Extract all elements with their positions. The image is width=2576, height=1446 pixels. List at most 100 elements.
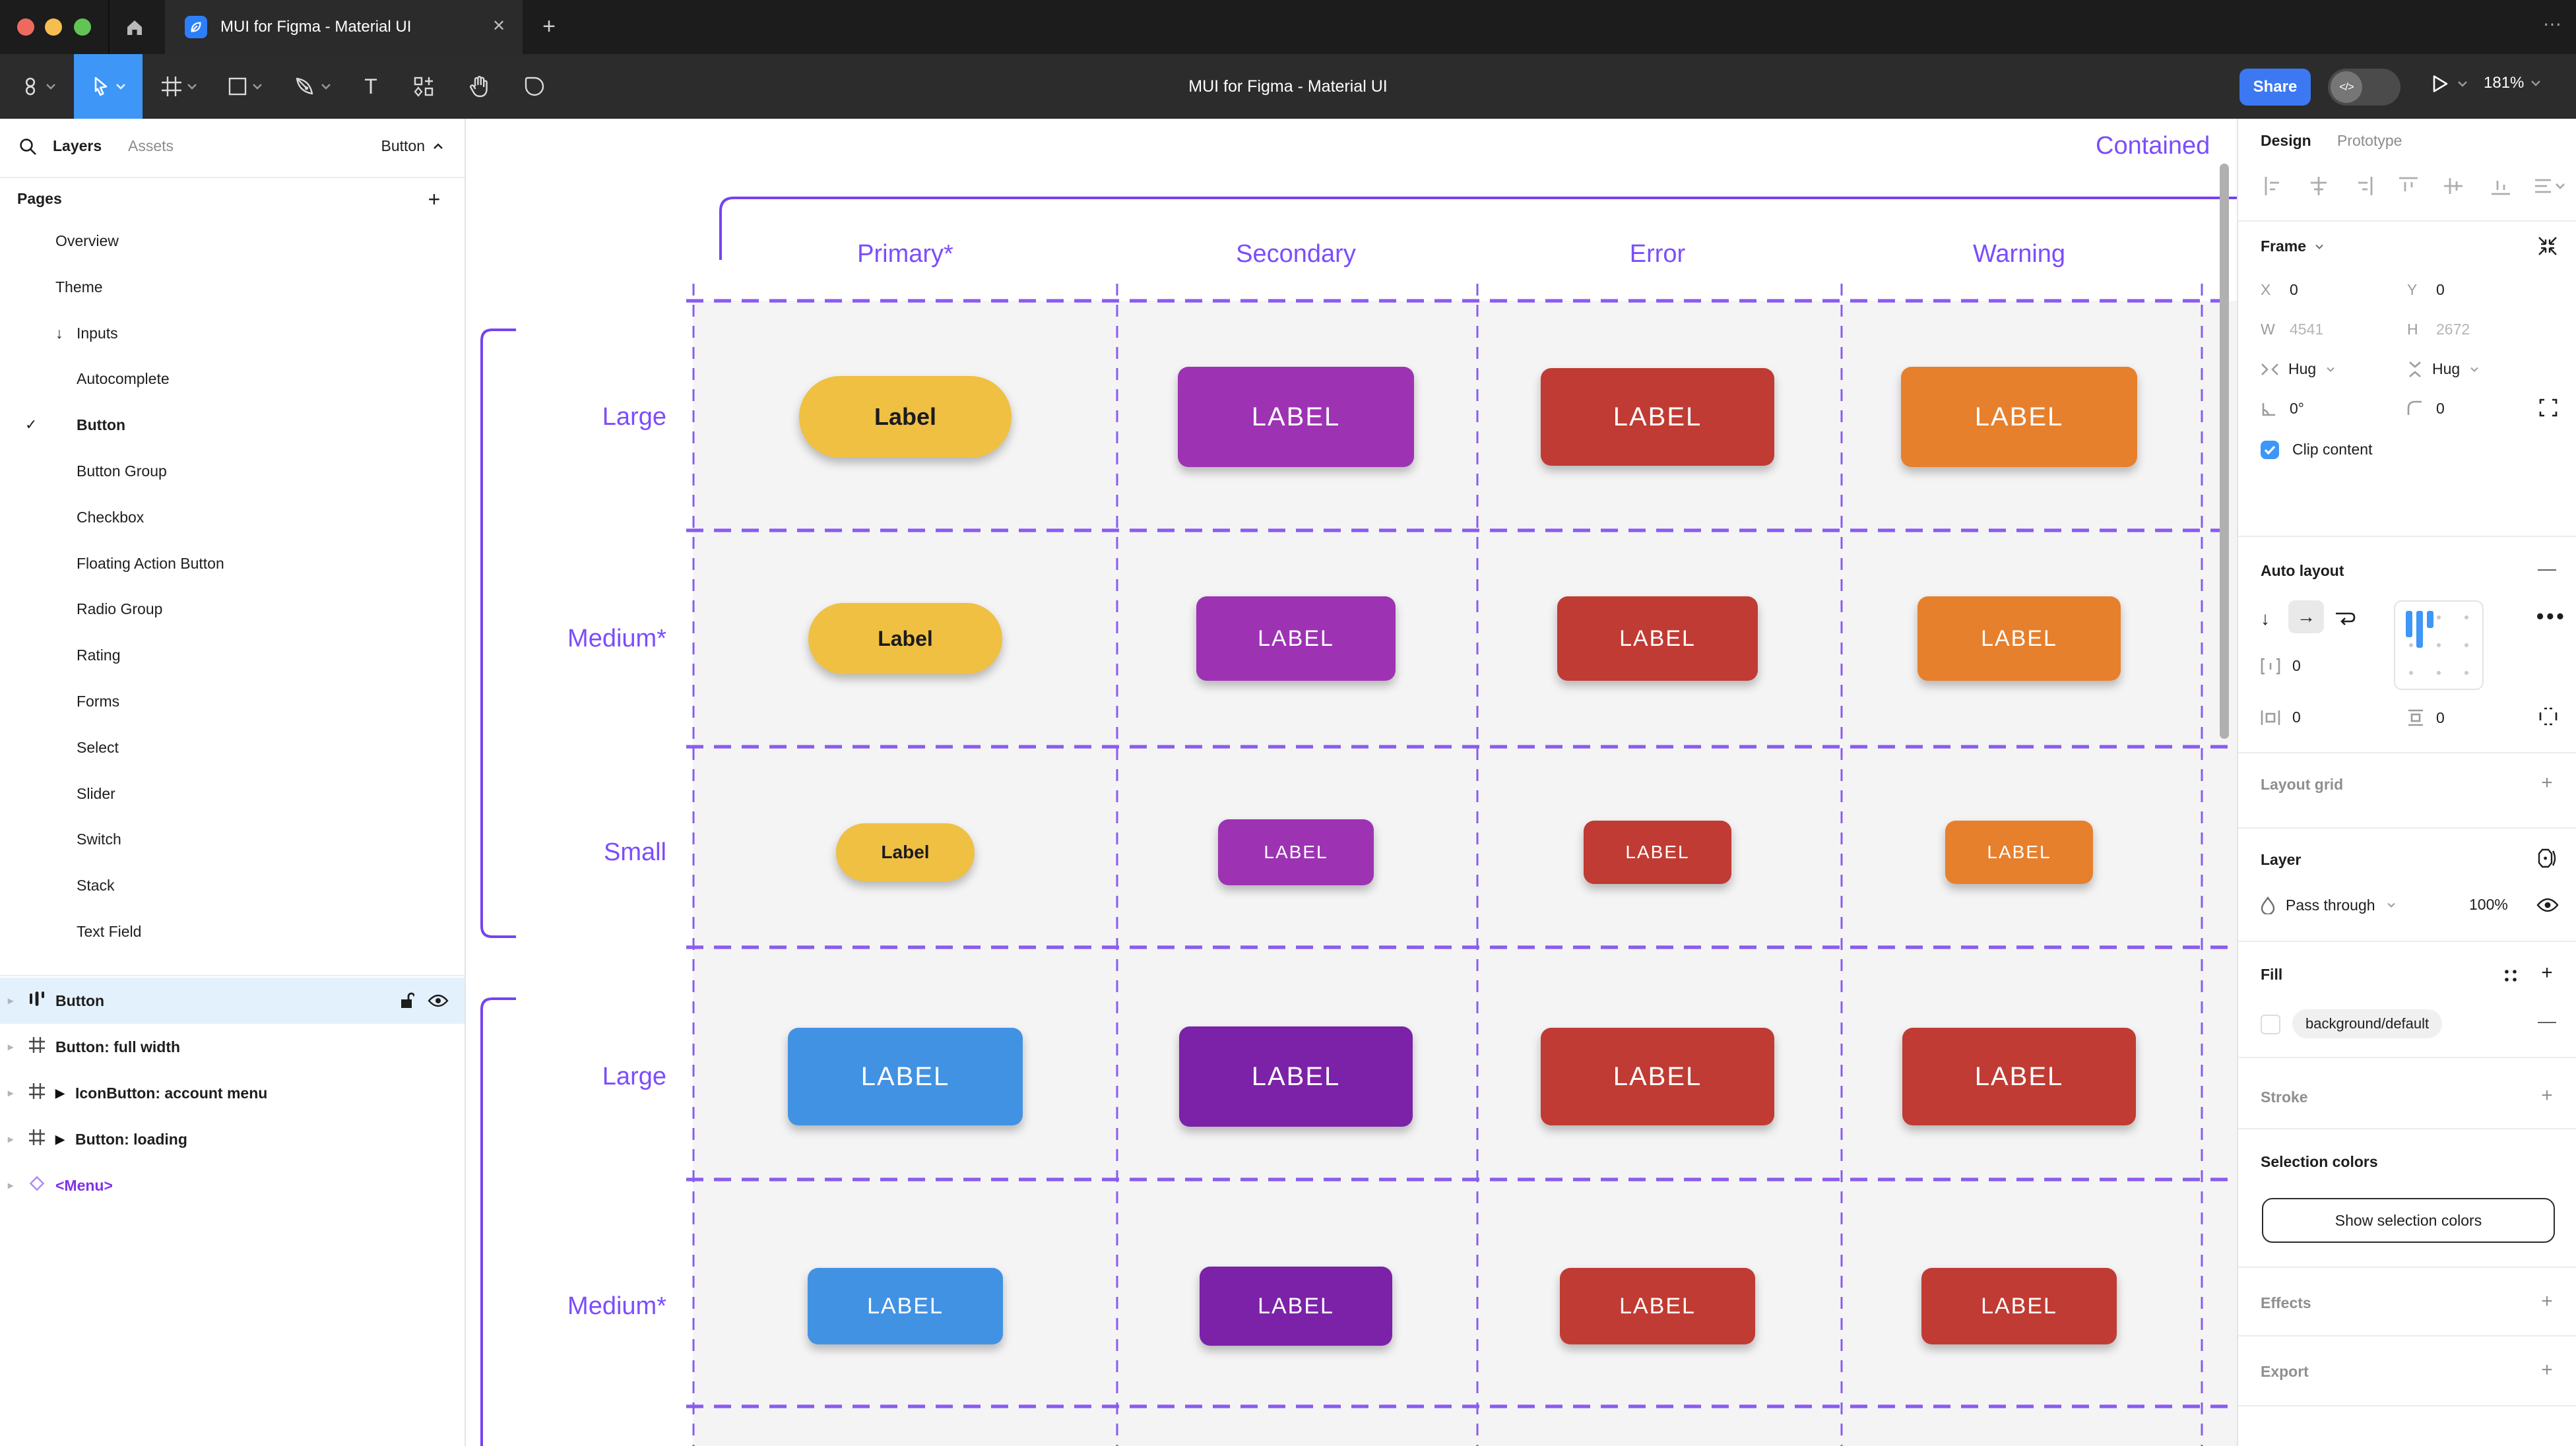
align-top-icon[interactable]: [2399, 177, 2418, 195]
page-item-switch[interactable]: Switch: [0, 816, 465, 862]
tab-layers[interactable]: Layers: [53, 137, 102, 154]
alignment-dot[interactable]: [2437, 643, 2441, 647]
styles-icon[interactable]: [2503, 968, 2518, 983]
page-item-checkbox[interactable]: Checkbox: [0, 494, 465, 540]
tab-close-icon[interactable]: ✕: [492, 17, 506, 35]
canvas-button-r3-c1[interactable]: Label: [836, 823, 975, 881]
frame-name-label[interactable]: Contained: [2096, 132, 2210, 160]
alignment-dot[interactable]: [2464, 671, 2468, 675]
column-header-secondary[interactable]: Secondary: [1236, 240, 1356, 268]
page-item-stack[interactable]: Stack: [0, 862, 465, 908]
figma-main-menu[interactable]: [11, 54, 66, 119]
align-horizontal-center-icon[interactable]: [2309, 177, 2328, 195]
column-header-primary[interactable]: Primary*: [857, 240, 953, 268]
row-label-3[interactable]: Large: [602, 1063, 666, 1090]
column-header-warning[interactable]: Warning: [1972, 240, 2066, 268]
auto-layout-more-button[interactable]: •••: [2536, 604, 2567, 628]
canvas-button-r5-c2[interactable]: LABEL: [1200, 1267, 1392, 1346]
expand-chevron-icon[interactable]: ▸: [8, 1088, 14, 1099]
zoom-window-button[interactable]: [74, 18, 91, 36]
page-item-text-field[interactable]: Text Field: [0, 908, 465, 955]
page-item-select[interactable]: Select: [0, 724, 465, 770]
corner-radius-field[interactable]: 0: [2407, 400, 2445, 418]
alignment-dot[interactable]: [2464, 643, 2468, 647]
expanded-arrow-icon[interactable]: ↓: [55, 324, 63, 342]
horizontal-sizing-dropdown[interactable]: Hug: [2261, 360, 2336, 378]
layer-row--menu-[interactable]: ▸<Menu>: [0, 1162, 465, 1209]
canvas-button-r1-c1[interactable]: Label: [799, 376, 1012, 458]
shape-tool[interactable]: [216, 54, 274, 119]
canvas-button-r5-c4[interactable]: LABEL: [1921, 1268, 2117, 1344]
gap-field[interactable]: 0: [2261, 657, 2301, 675]
row-label-0[interactable]: Large: [602, 403, 666, 431]
row-label-2[interactable]: Small: [603, 838, 666, 866]
add-page-button[interactable]: +: [428, 187, 441, 211]
canvas-button-r2-c1[interactable]: Label: [808, 603, 1002, 674]
zoom-level-menu[interactable]: 181%: [2484, 74, 2541, 92]
distribute-more-icon[interactable]: [2534, 177, 2565, 195]
tab-design[interactable]: Design: [2261, 132, 2311, 149]
row-label-4[interactable]: Medium*: [567, 1292, 666, 1320]
page-selector[interactable]: Button: [381, 137, 444, 155]
show-selection-colors-button[interactable]: Show selection colors: [2262, 1198, 2555, 1243]
add-layout-grid-button[interactable]: +: [2541, 772, 2553, 794]
canvas-button-r3-c3[interactable]: LABEL: [1584, 821, 1731, 884]
actions-tool[interactable]: [399, 54, 449, 119]
expand-chevron-icon[interactable]: ▸: [8, 1134, 14, 1145]
canvas-button-r4-c2[interactable]: LABEL: [1179, 1026, 1413, 1127]
file-tab[interactable]: MUI for Figma - Material UI ✕: [165, 0, 523, 54]
layer-row-button-loading[interactable]: ▸▶Button: loading: [0, 1116, 465, 1162]
direction-down-button[interactable]: ↓: [2261, 608, 2270, 629]
comment-tool[interactable]: [509, 54, 560, 119]
canvas-button-r2-c2[interactable]: LABEL: [1196, 596, 1396, 681]
page-item-inputs[interactable]: ↓Inputs: [0, 310, 465, 356]
align-left-icon[interactable]: [2265, 177, 2283, 195]
clip-content-checkbox[interactable]: [2261, 441, 2279, 459]
page-item-button-group[interactable]: Button Group: [0, 448, 465, 494]
unlock-icon[interactable]: [400, 992, 414, 1009]
alignment-dot[interactable]: [2437, 615, 2441, 619]
move-tool[interactable]: [74, 54, 143, 119]
tab-prototype[interactable]: Prototype: [2337, 132, 2402, 149]
collapse-frame-icon[interactable]: [2538, 236, 2558, 256]
page-item-slider[interactable]: Slider: [0, 770, 465, 817]
canvas-button-r4-c3[interactable]: LABEL: [1541, 1028, 1774, 1125]
vertical-padding-field[interactable]: 0: [2407, 708, 2445, 727]
fill-variable-chip[interactable]: background/default: [2292, 1009, 2443, 1038]
pen-tool[interactable]: [282, 54, 343, 119]
canvas-button-r4-c4[interactable]: LABEL: [1902, 1028, 2136, 1125]
rotation-field[interactable]: 0°: [2261, 400, 2304, 418]
frame-section-header[interactable]: Frame: [2261, 237, 2325, 255]
align-right-icon[interactable]: [2354, 177, 2373, 195]
new-tab-button[interactable]: +: [542, 14, 556, 39]
horizontal-padding-field[interactable]: 0: [2261, 708, 2301, 726]
eye-icon[interactable]: [2536, 897, 2559, 913]
close-window-button[interactable]: [17, 18, 34, 36]
share-button[interactable]: Share: [2239, 69, 2311, 106]
alignment-dot[interactable]: [2464, 615, 2468, 619]
text-tool[interactable]: T: [364, 74, 377, 98]
page-item-floating-action-button[interactable]: Floating Action Button: [0, 540, 465, 586]
expand-chevron-icon[interactable]: ▸: [8, 1180, 14, 1191]
dev-mode-toggle[interactable]: </>: [2328, 69, 2400, 106]
page-item-forms[interactable]: Forms: [0, 678, 465, 724]
canvas-button-r4-c1[interactable]: LABEL: [788, 1028, 1023, 1125]
page-item-radio-group[interactable]: Radio Group: [0, 586, 465, 632]
align-vertical-center-icon[interactable]: [2444, 177, 2463, 195]
align-bottom-icon[interactable]: [2492, 177, 2510, 195]
remove-auto-layout-button[interactable]: —: [2538, 558, 2556, 579]
add-stroke-button[interactable]: +: [2541, 1084, 2553, 1106]
alignment-box[interactable]: [2394, 600, 2484, 690]
layer-row-button[interactable]: ▸Button: [0, 978, 465, 1024]
add-fill-button[interactable]: +: [2541, 962, 2553, 984]
layer-row-button-full-width[interactable]: ▸Button: full width: [0, 1024, 465, 1070]
minimize-window-button[interactable]: [45, 18, 62, 36]
blend-mode-dropdown[interactable]: Pass through: [2261, 896, 2397, 914]
page-item-overview[interactable]: Overview: [0, 218, 465, 264]
canvas-button-r2-c4[interactable]: LABEL: [1917, 596, 2121, 681]
page-item-rating[interactable]: Rating: [0, 632, 465, 678]
